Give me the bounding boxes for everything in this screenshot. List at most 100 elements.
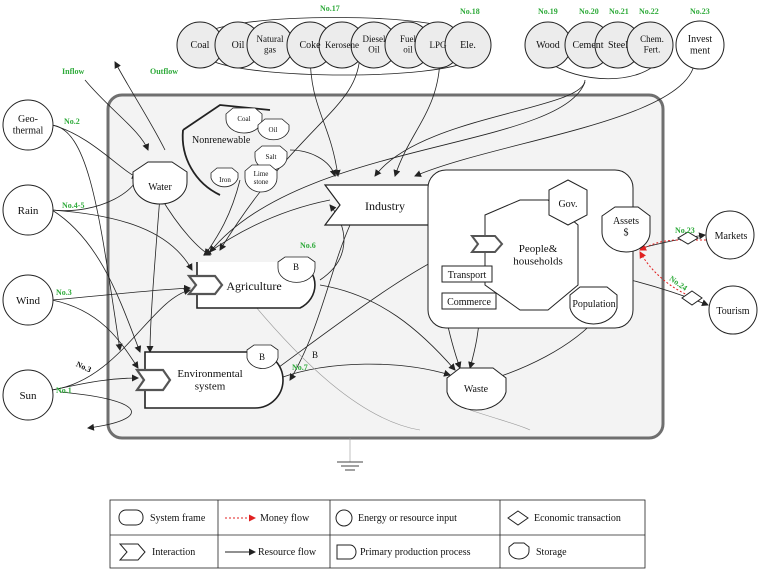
- source-sun: [2, 369, 54, 421]
- label-rain: Rain: [18, 205, 39, 217]
- label-water: Water: [148, 182, 172, 193]
- transaction-diamond-tourism: [681, 290, 703, 306]
- node-commerce: [441, 292, 497, 310]
- label-no3-sun: No.3: [75, 360, 93, 375]
- label-agriculture: Agriculture: [226, 279, 281, 293]
- source-investment: [675, 20, 725, 70]
- label-no1: No.1: [56, 386, 72, 395]
- label-nonrenew-oil: Oil: [269, 126, 278, 134]
- legend-resource-flow-label: Resource flow: [258, 547, 317, 558]
- label-no22: No.22: [639, 7, 659, 16]
- label-no23-top: No.23: [690, 7, 710, 16]
- label-people: People&households: [513, 243, 563, 268]
- label-ele: Ele.: [460, 40, 476, 51]
- label-gov: Gov.: [558, 199, 577, 210]
- node-waste: Waste: [446, 367, 507, 411]
- label-no21: No.21: [609, 7, 629, 16]
- label-coke: Coke: [299, 40, 321, 51]
- legend-money-flow-label: Money flow: [260, 513, 310, 524]
- label-oil: Oil: [232, 40, 245, 51]
- node-water: Water: [132, 161, 188, 205]
- label-no19: No.19: [538, 7, 558, 16]
- label-no45: No.4-5: [62, 201, 84, 210]
- label-no17: No.17: [320, 4, 340, 13]
- legend-storage-label: Storage: [536, 547, 567, 558]
- label-cement: Cement: [572, 40, 603, 51]
- node-agriculture: Agriculture B: [186, 256, 316, 309]
- label-industry: Industry: [365, 199, 405, 213]
- node-markets: [705, 210, 755, 260]
- label-no7: No.7: [292, 363, 308, 372]
- heat-sink-ground-icon: [337, 438, 363, 471]
- label-inflow: Inflow: [62, 67, 84, 76]
- label-waste: Waste: [464, 384, 489, 395]
- label-env-b: B: [259, 352, 265, 362]
- label-no18: No.18: [460, 7, 480, 16]
- label-nonrenew-coal: Coal: [237, 115, 250, 123]
- label-no6: No.6: [300, 241, 316, 250]
- node-tourism: [708, 285, 758, 335]
- node-assets: [601, 206, 651, 253]
- label-nonrenew-iron: Iron: [219, 176, 231, 184]
- legend-economic-transaction-icon: [507, 510, 529, 526]
- legend: System frame Money flow Energy or resour…: [109, 499, 646, 569]
- label-nonrenew-salt: Salt: [266, 153, 277, 161]
- label-markets: Markets: [715, 231, 748, 242]
- source-rain: [2, 184, 54, 236]
- legend-system-frame-icon: [118, 509, 144, 526]
- label-transport: Transport: [448, 270, 487, 281]
- label-kerosene: Kerosene: [325, 40, 359, 50]
- legend-economic-transaction-label: Economic transaction: [534, 513, 621, 524]
- label-lpg: LPG: [429, 40, 447, 50]
- label-no20: No.20: [579, 7, 599, 16]
- source-wind: [2, 274, 54, 326]
- source-chem-fert: [626, 21, 674, 69]
- transaction-diamond-markets: [677, 231, 699, 245]
- label-sun: Sun: [19, 390, 37, 402]
- label-population: Population: [572, 299, 615, 310]
- source-ele: [444, 21, 492, 69]
- label-b-extra: B: [312, 350, 318, 360]
- legend-storage-icon: [508, 542, 530, 560]
- label-coal: Coal: [191, 40, 210, 51]
- right-external-nodes: Markets Tourism: [677, 210, 758, 335]
- label-assets: Assets$: [613, 216, 639, 239]
- label-agri-b: B: [293, 262, 299, 272]
- label-no23-right: No.23: [675, 226, 695, 235]
- node-population: [569, 286, 618, 325]
- legend-system-frame-label: System frame: [150, 513, 206, 524]
- legend-energy-input-icon: [335, 509, 353, 527]
- label-tourism: Tourism: [716, 306, 749, 317]
- node-transport: [441, 265, 493, 283]
- label-geothermal: Geo-thermal: [13, 114, 44, 137]
- source-geothermal: [2, 99, 54, 151]
- label-commerce: Commerce: [447, 297, 491, 308]
- node-gov: [548, 179, 588, 226]
- label-chem-fert: Chem.Fert.: [640, 34, 664, 54]
- legend-primary-production-icon: [336, 544, 357, 560]
- label-steel: Steel: [608, 40, 628, 51]
- label-nonrenewable: Nonrenewable: [192, 135, 251, 146]
- left-energy-sources: Geo-thermal Rain Wind Sun: [2, 99, 54, 421]
- legend-energy-input-label: Energy or resource input: [358, 513, 457, 524]
- node-industry: Industry: [323, 184, 446, 226]
- label-wind: Wind: [16, 295, 40, 307]
- legend-interaction-icon: [118, 543, 146, 561]
- label-no3-wind: No.3: [56, 288, 72, 297]
- label-wood: Wood: [536, 40, 560, 51]
- label-outflow: Outflow: [150, 67, 178, 76]
- label-no2: No.2: [64, 117, 80, 126]
- legend-primary-production-label: Primary production process: [360, 547, 471, 558]
- node-people-households: People&households Gov. Assets$ Transport…: [427, 169, 651, 329]
